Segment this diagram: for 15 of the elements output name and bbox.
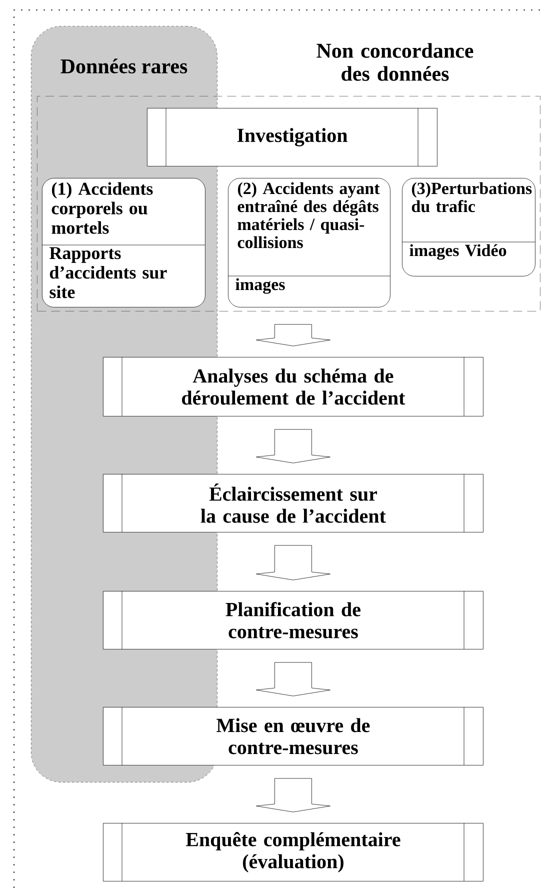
- category-box: (1) Accidents corporels ou mortels Rapports d’accidents sur site: [42, 178, 206, 308]
- block-arrow: [256, 429, 330, 464]
- block-arrow: [256, 662, 330, 696]
- block-arrow: [256, 324, 330, 346]
- process-box: Investigation: [147, 108, 438, 166]
- process-box: Analyses du schéma de déroulement de l’accident: [103, 356, 484, 416]
- process-box: Enquête complémentaire (évaluation): [103, 822, 484, 882]
- process-box: Éclaircissement sur la cause de l’accident: [103, 474, 484, 532]
- process-box: Planification de contre-mesures: [103, 590, 484, 650]
- node-label: Non concordance des données: [316, 43, 474, 81]
- process-box: Mise en œuvre de contre-mesures: [103, 706, 484, 766]
- block-arrow: [256, 778, 330, 812]
- block-arrow: [256, 545, 330, 580]
- category-box: (2) Accidents ayant entraîné des dégâts matériels / quasi-collisions images: [228, 178, 390, 308]
- category-box: (3)Perturbations du trafic images Vidéo: [402, 178, 536, 276]
